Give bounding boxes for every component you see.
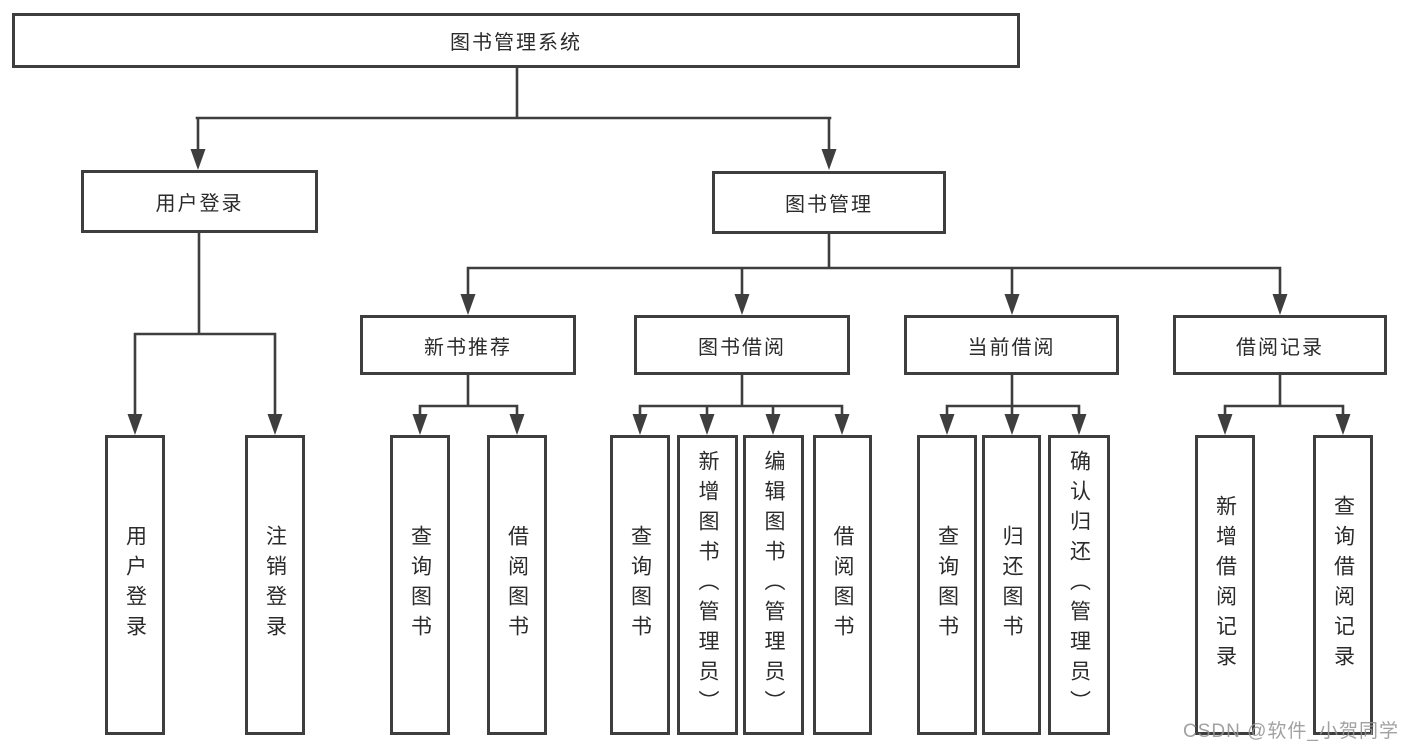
arrow-down-icon — [834, 414, 850, 435]
node-label: 新增图书（管理员） — [696, 450, 719, 720]
node-label: 用户登录 — [155, 193, 244, 215]
node-label: 当前借阅 — [967, 336, 1056, 359]
arrow-down-icon — [267, 414, 283, 435]
arrow-down-icon — [1217, 414, 1233, 435]
leaf-edit-book-admin: 编辑图书（管理员） — [743, 435, 804, 735]
node-new-book-recommend: 新书推荐 — [360, 315, 576, 375]
arrow-down-icon — [1071, 414, 1087, 435]
arrow-down-icon — [190, 149, 206, 170]
arrow-down-icon — [412, 414, 428, 435]
node-label: 查询图书 — [408, 525, 432, 645]
arrow-down-icon — [821, 149, 837, 170]
arrow-down-icon — [127, 414, 143, 435]
node-book-management: 图书管理 — [712, 171, 946, 234]
leaf-logout-login: 注销登录 — [245, 435, 305, 735]
arrow-down-icon — [765, 414, 781, 435]
arrow-down-icon — [1004, 414, 1020, 435]
elbow-connectors — [133, 66, 1345, 417]
arrow-down-icon — [699, 414, 715, 435]
arrow-down-icon — [1004, 294, 1020, 315]
node-book-borrow: 图书借阅 — [634, 315, 850, 375]
node-label: 借阅图书 — [831, 525, 854, 645]
node-label: 新增借阅记录 — [1213, 495, 1237, 675]
node-label: 图书借阅 — [698, 336, 786, 359]
arrow-down-icon — [1335, 414, 1351, 435]
leaf-add-book-admin: 新增图书（管理员） — [677, 435, 738, 735]
node-label: 查询借阅记录 — [1331, 495, 1355, 675]
leaf-add-borrow-record: 新增借阅记录 — [1195, 435, 1255, 735]
node-label: 用户登录 — [123, 525, 147, 645]
node-label: 注销登录 — [263, 525, 287, 645]
arrow-down-icon — [734, 294, 750, 315]
node-label: 借阅记录 — [1236, 336, 1324, 359]
leaf-borrow-book-recommend: 借阅图书 — [487, 435, 547, 735]
leaf-confirm-return-admin: 确认归还（管理员） — [1048, 435, 1110, 735]
leaf-query-borrow-record: 查询借阅记录 — [1313, 435, 1373, 735]
node-label: 新书推荐 — [424, 336, 512, 359]
node-label: 图书管理系统 — [450, 32, 582, 54]
node-label: 查询图书 — [935, 525, 959, 645]
leaf-query-book-current: 查询图书 — [917, 435, 977, 735]
csdn-watermark: CSDN @软件_小贺同学 — [1183, 721, 1399, 742]
leaf-borrow-book-borrow: 借阅图书 — [813, 435, 872, 735]
node-borrow-records: 借阅记录 — [1173, 315, 1387, 375]
leaf-return-book: 归还图书 — [982, 435, 1041, 735]
node-label: 图书管理 — [785, 194, 873, 216]
node-label: 编辑图书（管理员） — [762, 450, 785, 720]
node-current-borrow: 当前借阅 — [904, 315, 1119, 375]
arrow-down-icon — [460, 294, 476, 315]
node-label: 确认归还（管理员） — [1067, 450, 1091, 720]
arrow-down-icon — [939, 414, 955, 435]
node-label: 归还图书 — [1000, 525, 1023, 645]
arrow-down-icon — [509, 414, 525, 435]
arrow-down-icon — [632, 414, 648, 435]
arrowhead-icons — [127, 149, 1351, 435]
leaf-query-book-borrow: 查询图书 — [610, 435, 670, 735]
node-label: 借阅图书 — [505, 525, 529, 645]
node-library-management-system: 图书管理系统 — [12, 13, 1020, 68]
arrow-down-icon — [1272, 294, 1288, 315]
leaf-user-login: 用户登录 — [105, 435, 165, 735]
node-user-login: 用户登录 — [81, 170, 318, 233]
leaf-query-book-recommend: 查询图书 — [390, 435, 450, 735]
node-label: 查询图书 — [628, 525, 652, 645]
